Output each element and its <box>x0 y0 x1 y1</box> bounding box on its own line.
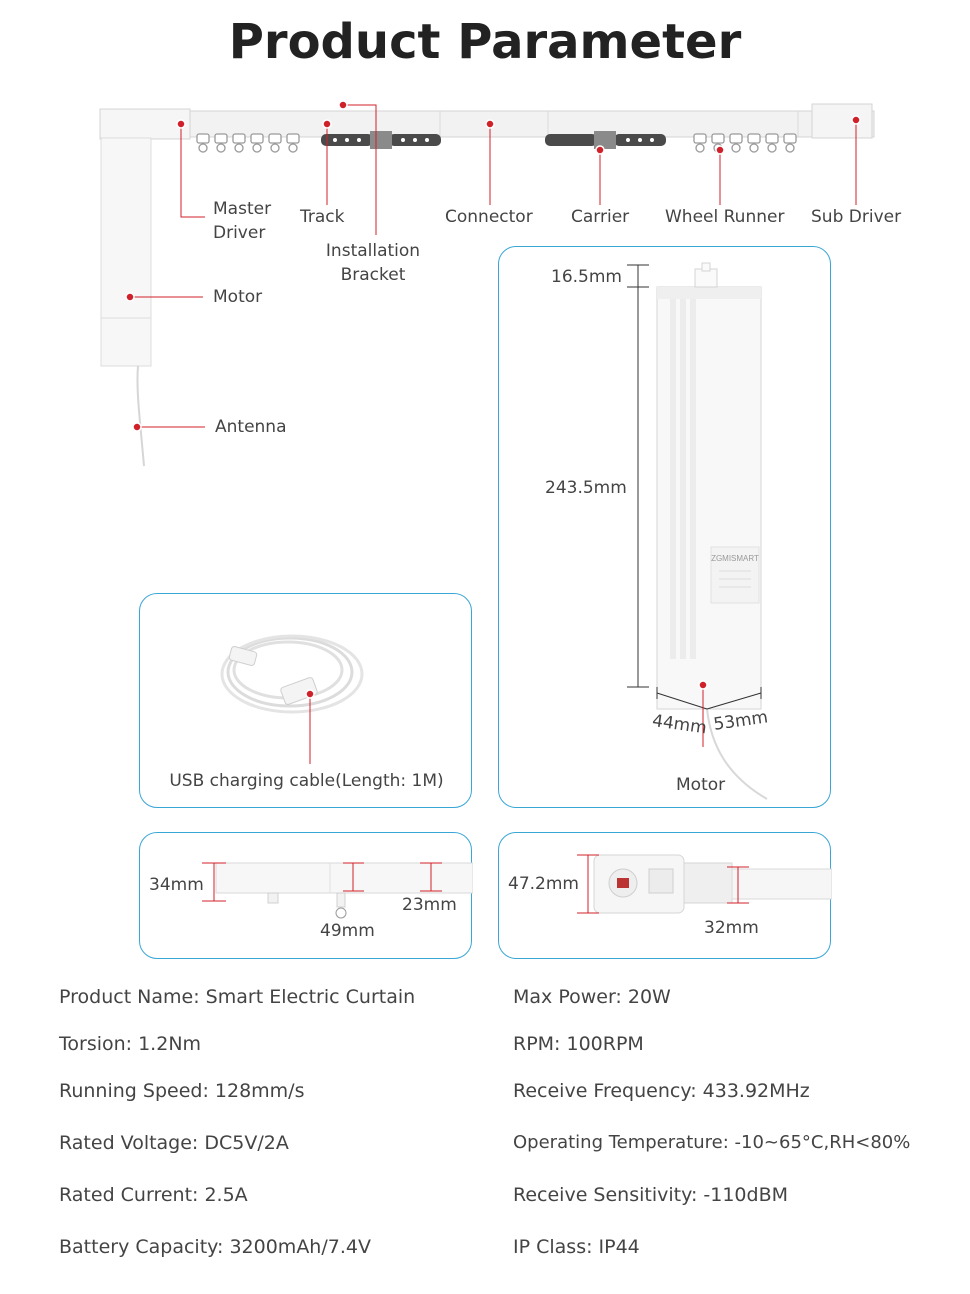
page-title: Product Parameter <box>228 14 742 70</box>
motor-dimension-card: ZGMISMART 16.5mm 243.5mm 44mm 53mm Motor <box>498 246 831 808</box>
spec-battery-capacity: Battery Capacity: 3200mAh/7.4V <box>59 1236 371 1258</box>
motor-end-drawing <box>577 854 832 914</box>
spec-product-name: Product Name: Smart Electric Curtain <box>59 986 416 1008</box>
motor-drawing: ZGMISMART <box>627 262 768 800</box>
spec-max-power: Max Power: 20W <box>513 986 671 1008</box>
label-motor: Motor <box>213 287 263 307</box>
spec-rated-voltage: Rated Voltage: DC5V/2A <box>59 1132 289 1154</box>
spec-rated-current: Rated Current: 2.5A <box>59 1184 248 1206</box>
motor-end-height-dim: 47.2mm <box>508 874 579 894</box>
label-sub-driver: Sub Driver <box>811 207 902 227</box>
label-track: Track <box>300 207 345 227</box>
motor-card-label: Motor <box>676 775 726 795</box>
label-master-driver: Master Driver <box>213 199 272 243</box>
label-wheel-runner: Wheel Runner <box>665 207 785 227</box>
motor-brand: ZGMISMART <box>711 554 759 563</box>
usb-cable-label: USB charging cable(Length: 1M) <box>169 771 444 791</box>
track-profile-drawing <box>202 862 473 919</box>
track-profile-card: 34mm 49mm 23mm <box>139 832 473 959</box>
track-height-dim: 34mm <box>149 875 204 895</box>
track-bracket-dim: 49mm <box>320 921 375 941</box>
spec-ip-class: IP Class: IP44 <box>513 1236 640 1258</box>
track-inner-dim: 23mm <box>402 895 457 915</box>
wheel-runners-left <box>196 133 300 153</box>
label-connector: Connector <box>445 207 533 227</box>
label-carrier: Carrier <box>571 207 630 227</box>
callout-dots <box>125 100 861 432</box>
spec-rpm: RPM: 100RPM <box>513 1033 644 1055</box>
carrier-right <box>545 131 666 149</box>
spec-running-speed: Running Speed: 128mm/s <box>59 1080 305 1102</box>
motor-end-card: 47.2mm 32mm <box>498 832 832 959</box>
usb-cable-drawing <box>220 634 364 764</box>
antenna-wire <box>136 365 145 467</box>
spec-operating-temperature: Operating Temperature: -10~65°C,RH<80% <box>513 1132 911 1153</box>
label-installation-bracket: Installation Bracket <box>325 241 421 285</box>
usb-cable-card: USB charging cable(Length: 1M) <box>139 593 472 808</box>
label-antenna: Antenna <box>215 417 287 437</box>
motor-height-dim: 243.5mm <box>545 478 627 498</box>
motor-top-dim: 16.5mm <box>551 267 622 287</box>
motor-body <box>100 137 152 367</box>
spec-torsion: Torsion: 1.2Nm <box>59 1033 202 1055</box>
motor-end-rail-dim: 32mm <box>704 918 759 938</box>
spec-receive-frequency: Receive Frequency: 433.92MHz <box>513 1080 810 1102</box>
spec-receive-sensitivity: Receive Sensitivity: -110dBM <box>513 1184 789 1206</box>
sub-driver <box>811 103 873 139</box>
master-driver <box>99 108 191 140</box>
curtain-track-diagram <box>99 100 875 467</box>
